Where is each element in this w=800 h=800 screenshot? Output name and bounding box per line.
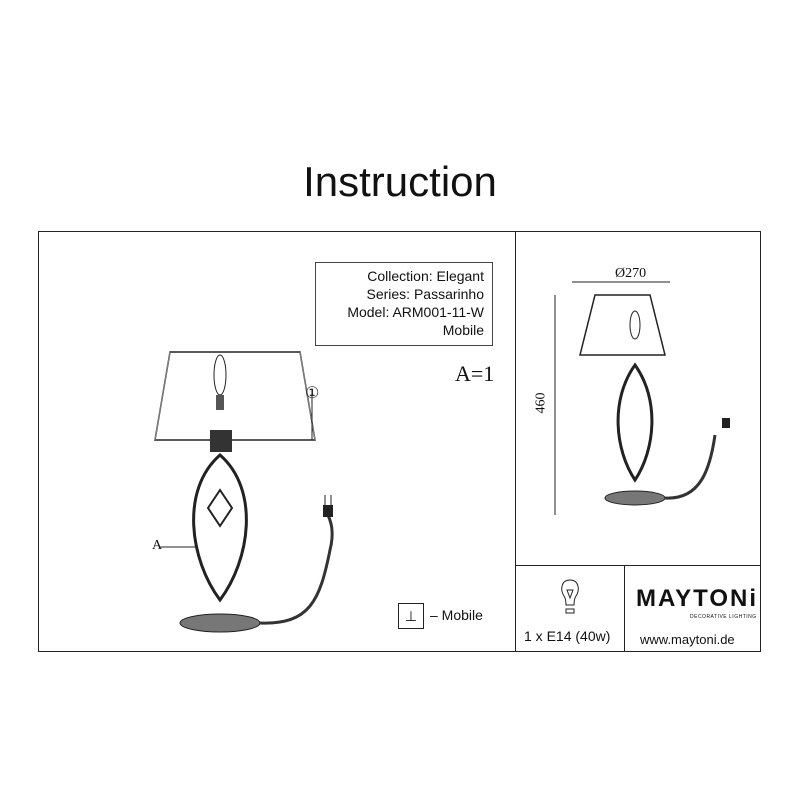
dimension-drawing xyxy=(554,281,730,515)
lamp-assembly-drawing xyxy=(154,351,334,633)
brand-tagline: DECORATIVE LIGHTING xyxy=(690,614,757,620)
step-number: ① xyxy=(305,385,320,402)
height-dimension: 460 xyxy=(533,392,549,414)
bulb-icon xyxy=(561,579,579,614)
model: Model: ARM001-11-W xyxy=(347,304,484,320)
divider xyxy=(624,565,625,652)
mobile-icon: ⊥ xyxy=(398,603,424,629)
diameter-dimension: Ø270 xyxy=(615,266,647,281)
collection: Collection: Elegant xyxy=(367,268,484,284)
product-info-box: Collection: Elegant Series: Passarinho M… xyxy=(315,262,493,346)
part-label: A xyxy=(152,538,163,553)
drawing-frame xyxy=(38,231,761,652)
divider xyxy=(515,565,761,566)
brand-url: www.maytoni.de xyxy=(640,632,735,647)
series: Series: Passarinho xyxy=(366,286,484,302)
parts-count: A=1 xyxy=(455,361,495,386)
mobile-label: – Mobile xyxy=(430,607,483,623)
divider xyxy=(515,231,516,652)
page-title: Instruction xyxy=(303,158,497,205)
bulb-spec: 1 x E14 (40w) xyxy=(524,628,611,644)
type: Mobile xyxy=(442,322,484,338)
brand-logo: MAYTONi xyxy=(636,585,759,612)
